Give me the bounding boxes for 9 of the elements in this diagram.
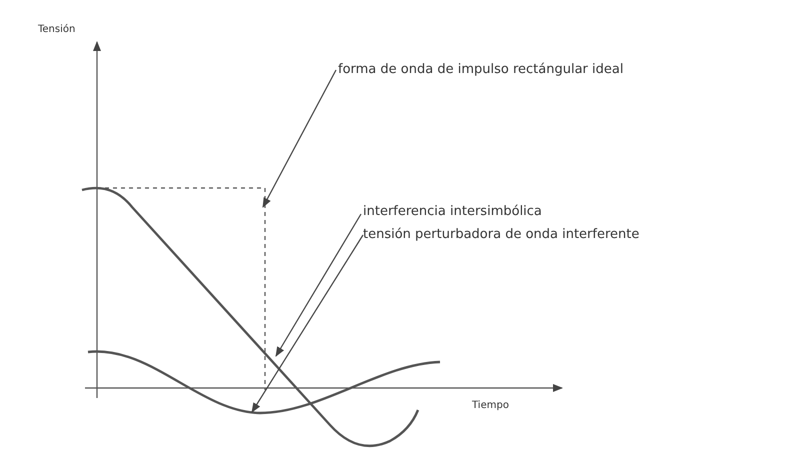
interfering-curve (88, 350, 440, 414)
annotation-text: tensión perturbadora de onda interferente (363, 227, 640, 243)
annotation-text: forma de onda de impulso rectángular ideal (338, 62, 624, 78)
horizontal-axis-label: Tiempo (472, 399, 509, 413)
annotation-text: interferencia intersimbólica (363, 204, 542, 220)
vertical-axis-label: Tensión (38, 23, 76, 37)
leader-line (262, 70, 337, 208)
leader-line (275, 214, 362, 357)
leader-line (251, 234, 364, 413)
